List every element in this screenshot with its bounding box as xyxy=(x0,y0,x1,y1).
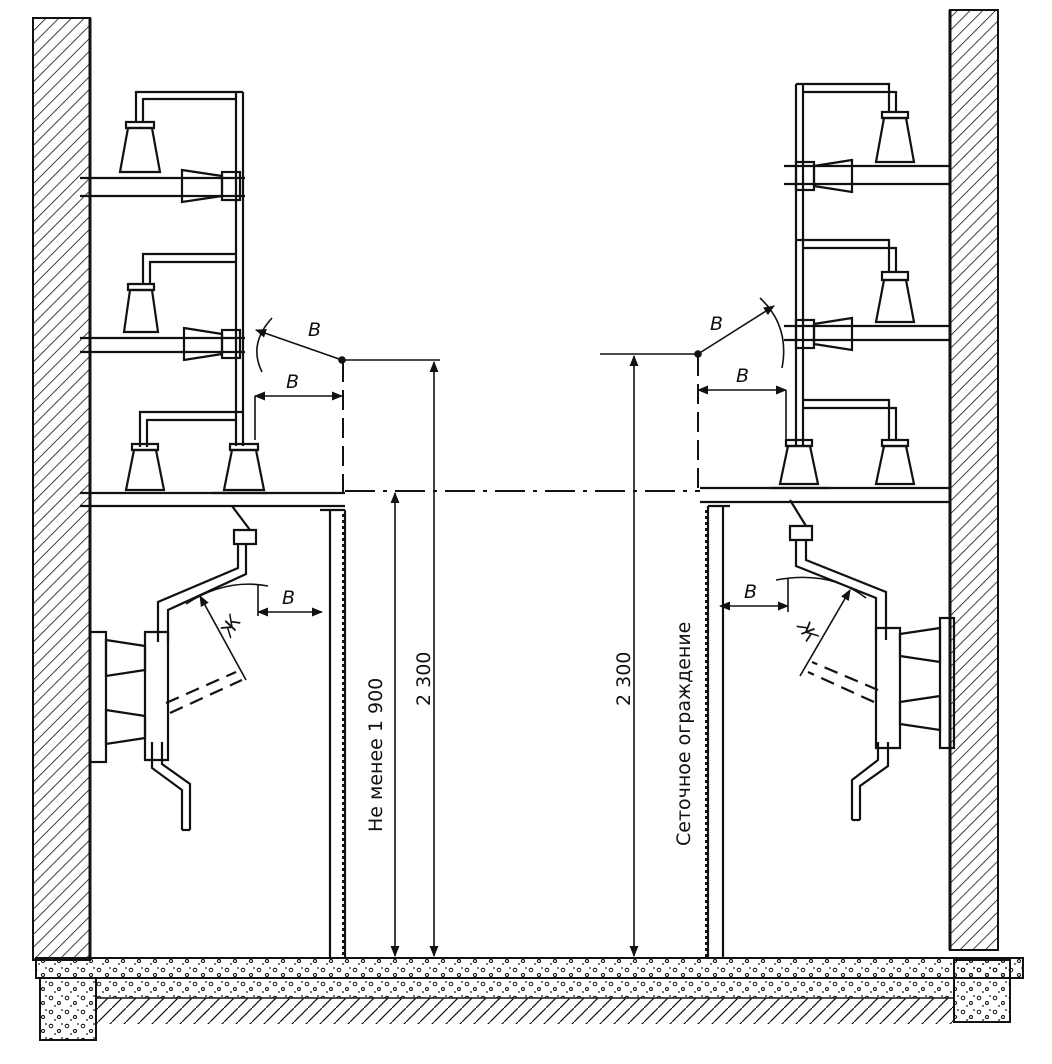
label-b-left-bottom: В xyxy=(282,587,295,609)
label-b-right-top: В xyxy=(736,365,749,387)
left-wall xyxy=(32,17,92,961)
clearance-dimensions xyxy=(185,297,867,681)
left-footing xyxy=(39,977,97,1041)
label-b-right-bottom: В xyxy=(744,581,757,603)
dim-label-min-height: Не менее 1 900 xyxy=(365,678,387,832)
right-wall xyxy=(948,9,999,951)
dim-label-height-left: 2 300 xyxy=(413,652,435,706)
label-b-right-top-radius: В xyxy=(710,313,723,335)
label-b-left-top-radius: В xyxy=(308,319,321,341)
right-bay-equipment xyxy=(700,82,956,958)
height-dimensions xyxy=(345,353,698,958)
floor-slab xyxy=(35,957,1024,1024)
label-b-left-top: В xyxy=(286,371,299,393)
dim-label-height-right: 2 300 xyxy=(613,652,635,706)
right-footing xyxy=(953,959,1011,1023)
right-mesh-fence xyxy=(697,356,707,958)
label-mesh-fence: Сеточное ограждение xyxy=(673,622,695,846)
label-zh-left: Ж xyxy=(216,610,247,641)
left-bay-equipment xyxy=(80,90,347,958)
label-zh-right: Ж xyxy=(792,617,823,648)
